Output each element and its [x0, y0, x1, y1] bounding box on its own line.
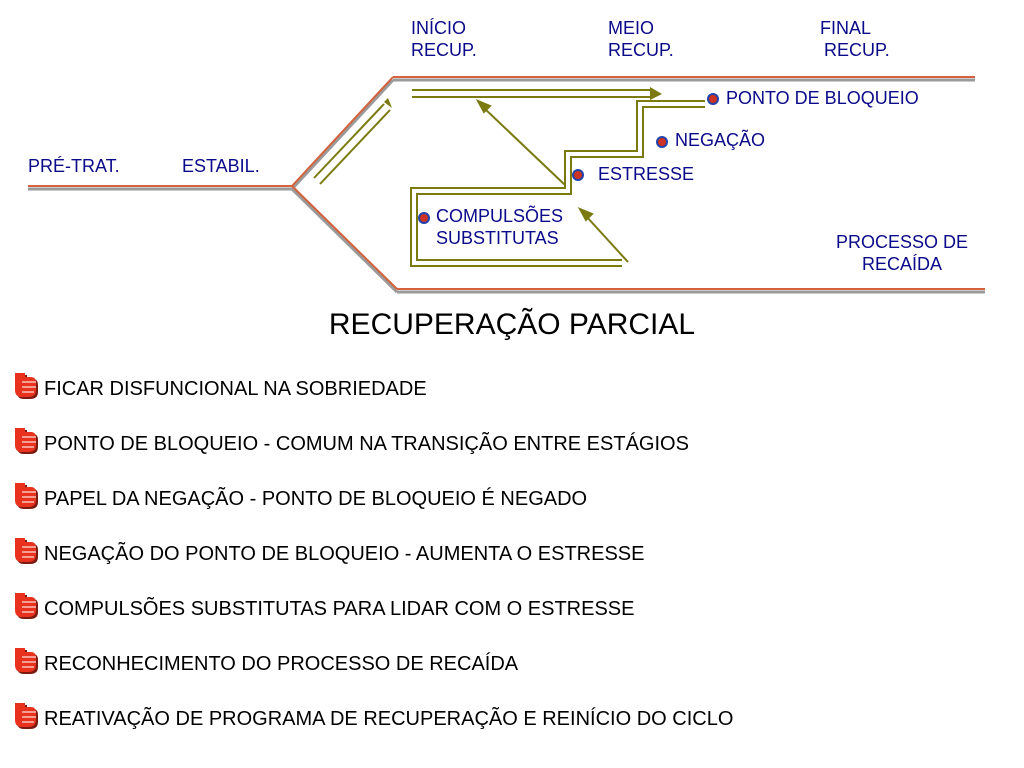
- bullet-text: NEGAÇÃO DO PONTO DE BLOQUEIO - AUMENTA O…: [44, 543, 645, 565]
- hand-pointer-icon: [15, 483, 38, 509]
- bullet-text: RECONHECIMENTO DO PROCESSO DE RECAÍDA: [44, 653, 519, 675]
- bullet-dot-icon: [418, 212, 430, 224]
- estresse-label: ESTRESSE: [598, 164, 695, 184]
- bullet-text: FICAR DISFUNCIONAL NA SOBRIEDADE: [44, 378, 427, 400]
- step-path: [410, 100, 705, 267]
- compulsoes-label: COMPULSÕES SUBSTITUTAS: [436, 206, 564, 248]
- relapse-branch: [290, 185, 985, 294]
- bullet-dot-icon: [707, 93, 719, 105]
- hand-pointer-icon: [15, 373, 38, 399]
- meio-recup-label: MEIO RECUP.: [608, 18, 674, 60]
- processo-recaida-label: PROCESSO DE RECAÍDA: [835, 232, 969, 274]
- bullet-text: PAPEL DA NEGAÇÃO - PONTO DE BLOQUEIO É N…: [44, 488, 588, 510]
- list-item: NEGAÇÃO DO PONTO DE BLOQUEIO - AUMENTA O…: [14, 537, 733, 592]
- ponto-bloqueio-label: PONTO DE BLOQUEIO: [726, 88, 919, 108]
- main-track: [28, 185, 292, 191]
- hand-pointer-icon: [15, 428, 38, 454]
- diagonal-arrows: [475, 98, 629, 263]
- list-item: FICAR DISFUNCIONAL NA SOBRIEDADE: [14, 372, 733, 427]
- inner-rise-line: [313, 98, 392, 185]
- recovery-branch: [290, 76, 975, 191]
- bullet-text: PONTO DE BLOQUEIO - COMUM NA TRANSIÇÃO E…: [44, 433, 689, 455]
- bullet-dot-icon: [572, 169, 584, 181]
- page-title: RECUPERAÇÃO PARCIAL: [328, 308, 696, 341]
- hand-pointer-icon: [15, 538, 38, 564]
- estabil-label: ESTABIL.: [182, 156, 260, 176]
- negacao-label: NEGAÇÃO: [675, 130, 766, 150]
- list-item: PAPEL DA NEGAÇÃO - PONTO DE BLOQUEIO É N…: [14, 482, 733, 537]
- list-item: RECONHECIMENTO DO PROCESSO DE RECAÍDA: [14, 647, 733, 702]
- hand-pointer-icon: [15, 648, 38, 674]
- bullet-text: COMPULSÕES SUBSTITUTAS PARA LIDAR COM O …: [44, 598, 635, 620]
- pre-trat-label: PRÉ-TRAT.: [28, 156, 120, 176]
- list-item: PONTO DE BLOQUEIO - COMUM NA TRANSIÇÃO E…: [14, 427, 733, 482]
- bullet-dot-icon: [656, 136, 668, 148]
- recovery-diagram: [28, 76, 985, 294]
- hand-pointer-icon: [15, 593, 38, 619]
- list-item: REATIVAÇÃO DE PROGRAMA DE RECUPERAÇÃO E …: [14, 702, 733, 757]
- list-item: COMPULSÕES SUBSTITUTAS PARA LIDAR COM O …: [14, 592, 733, 647]
- hand-pointer-icon: [15, 703, 38, 729]
- bullet-text: REATIVAÇÃO DE PROGRAMA DE RECUPERAÇÃO E …: [44, 708, 734, 730]
- final-recup-label: FINAL RECUP.: [820, 18, 890, 60]
- top-arrow: [412, 87, 662, 100]
- bullet-list: FICAR DISFUNCIONAL NA SOBRIEDADE PONTO D…: [14, 372, 733, 757]
- inicio-recup-label: INÍCIO RECUP.: [411, 18, 477, 60]
